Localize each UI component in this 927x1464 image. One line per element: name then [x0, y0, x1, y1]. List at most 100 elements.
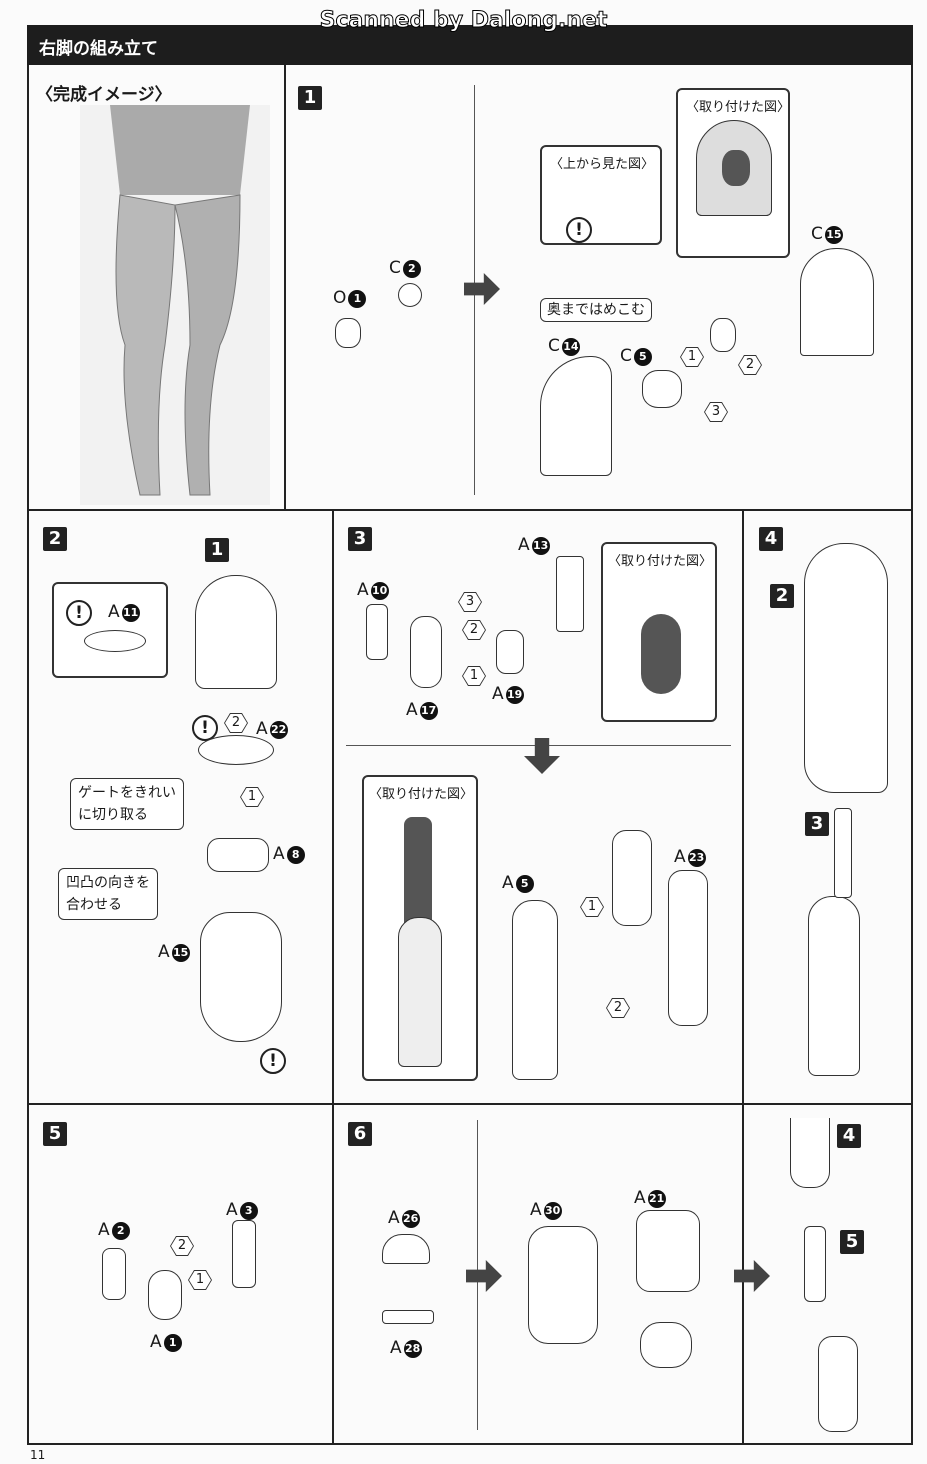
text: A	[256, 719, 268, 739]
text: 2	[402, 260, 421, 278]
text: 3	[239, 1202, 258, 1220]
order-marker: 1	[188, 1270, 212, 1290]
text: 〈取り付けた図〉	[608, 554, 713, 569]
text: C	[620, 346, 632, 366]
knee-part-a15	[200, 912, 282, 1042]
divider	[332, 510, 334, 1445]
attached-view-inset: 〈取り付けた図〉	[676, 88, 790, 258]
part-a23	[668, 870, 708, 1026]
part-a3	[232, 1220, 256, 1288]
text: 26	[401, 1210, 420, 1228]
part-a10	[366, 604, 388, 660]
text: C	[811, 224, 823, 244]
attached-view-caption: 〈取り付けた図〉	[686, 100, 791, 115]
order-marker: 1	[680, 347, 704, 367]
sub-step-ref: 4	[837, 1124, 861, 1148]
text: A	[357, 580, 369, 600]
text: 23	[687, 849, 706, 867]
text: 2	[607, 999, 629, 1017]
shin-part-a5	[512, 900, 558, 1080]
step-number: 1	[298, 86, 322, 110]
divider	[27, 1103, 913, 1105]
ring-part-a22	[198, 735, 274, 765]
order-marker: 2	[462, 620, 486, 640]
text: 1	[463, 667, 485, 685]
section-header: 右脚の組み立て	[27, 25, 913, 65]
order-marker: 2	[738, 355, 762, 375]
hinge-part-c5	[642, 370, 682, 408]
text: 13	[531, 537, 550, 555]
order-marker: 3	[704, 402, 728, 422]
shell-part-c14	[540, 356, 612, 476]
text: 15	[824, 226, 843, 244]
divider	[742, 510, 744, 1445]
text: 2	[225, 714, 247, 732]
leg-assembly	[790, 1118, 830, 1188]
text: 1	[189, 1271, 211, 1289]
step-number: 5	[43, 1122, 67, 1146]
text: A	[108, 602, 120, 622]
sub-step-ref: 3	[805, 812, 829, 836]
text: C	[389, 258, 401, 278]
knee-joint-part	[612, 830, 652, 926]
sub-step-ref: 5	[840, 1230, 864, 1254]
sub-step-ref: 1	[205, 538, 229, 562]
divider	[27, 509, 913, 511]
part-a28	[382, 1310, 434, 1324]
foot-part-a21	[636, 1210, 700, 1292]
text: 2	[739, 356, 761, 374]
watermark: Scanned by Dalong.net	[319, 8, 608, 34]
completed-image-label: 〈完成イメージ〉	[36, 85, 172, 105]
part-a19	[496, 630, 524, 674]
foot-part-a30	[528, 1226, 598, 1344]
text: 15	[171, 944, 190, 962]
order-marker: 2	[224, 713, 248, 733]
gate-note: ゲートをきれい に切り取る	[70, 778, 184, 830]
text: 1	[241, 788, 263, 806]
ankle-joint	[804, 1226, 826, 1302]
shin-assembly	[808, 896, 860, 1076]
order-marker: 1	[580, 897, 604, 917]
warning-icon: !	[260, 1048, 286, 1074]
text: A	[518, 535, 530, 555]
text: 2	[171, 1237, 193, 1255]
text: A	[390, 1338, 402, 1358]
text: A	[530, 1200, 542, 1220]
top-view-inset: 〈上から見た図〉!	[540, 145, 662, 245]
part-a2	[102, 1248, 126, 1300]
text: 11	[121, 604, 140, 622]
order-marker: 3	[458, 592, 482, 612]
text: 1	[348, 290, 367, 308]
thigh-part	[195, 575, 277, 689]
text: A	[388, 1208, 400, 1228]
order-marker: 1	[462, 666, 486, 686]
text: C	[548, 336, 560, 356]
text: 3	[459, 593, 481, 611]
text: 22	[269, 721, 288, 739]
text: A	[406, 700, 418, 720]
attached-view-inset: 〈取り付けた図〉	[362, 775, 478, 1081]
step-number: 3	[348, 527, 372, 551]
part-a1	[148, 1270, 182, 1320]
text: 1	[681, 348, 703, 366]
text: A	[502, 873, 514, 893]
text: 28	[403, 1340, 422, 1358]
part-a13	[556, 556, 584, 632]
